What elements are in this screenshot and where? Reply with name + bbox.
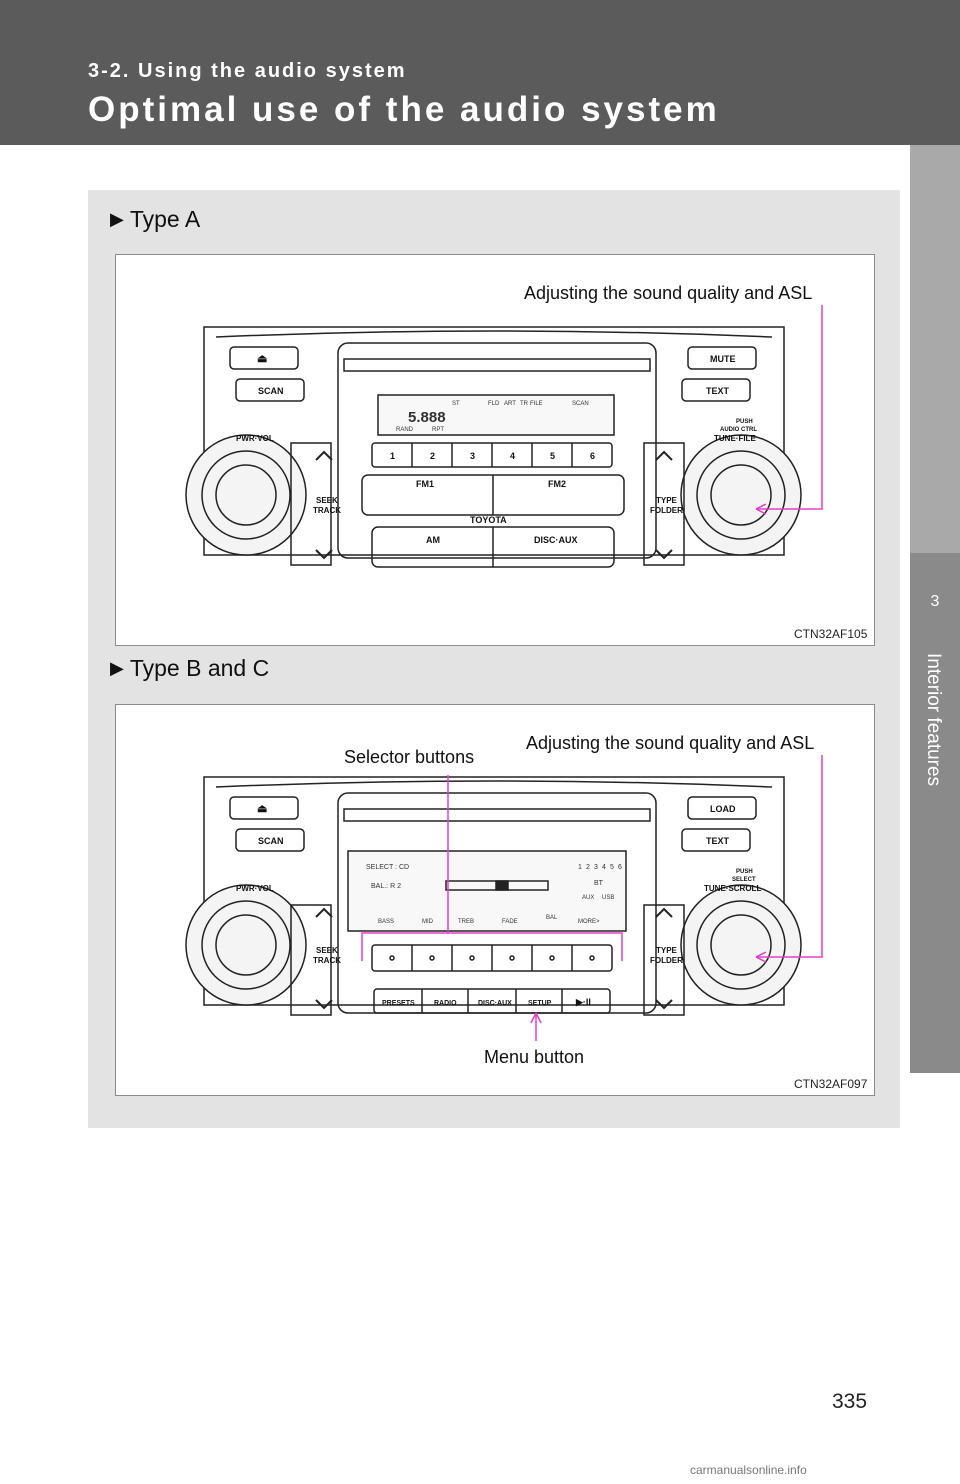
svg-text:PUSH: PUSH [736,869,753,875]
svg-text:PUSH: PUSH [736,419,753,425]
svg-text:FOLDER: FOLDER [650,506,683,515]
callout-line-adjust-a [756,305,823,510]
svg-text:BAL.: R 2: BAL.: R 2 [371,883,401,890]
svg-text:AUX: AUX [582,895,594,901]
callout-adjust-sound-b: Adjusting the sound quality and ASL [526,733,815,753]
svg-text:TYPE: TYPE [656,946,678,955]
svg-text:TEXT: TEXT [706,386,730,396]
radio-illustration-b: ⏏ SCAN LOAD TEXT PWR·VOL SEEK TRACK TYPE… [185,755,823,1041]
svg-text:5.888: 5.888 [408,409,446,426]
svg-text:DISC·AUX: DISC·AUX [478,1000,512,1007]
svg-text:3: 3 [470,451,475,461]
svg-text:SEEK: SEEK [316,496,338,505]
svg-text:SELECT : CD: SELECT : CD [366,864,409,871]
triangle-bullet-icon: ▶ [110,209,124,229]
svg-text:⏏: ⏏ [257,803,268,815]
svg-text:BASS: BASS [378,919,394,925]
svg-text:TR: TR [520,401,529,407]
svg-text:SETUP: SETUP [528,1000,552,1007]
svg-text:TEXT: TEXT [706,836,730,846]
page-title: Optimal use of the audio system [88,90,720,129]
svg-text:MORE>: MORE> [578,919,600,925]
chapter-tab: 3 Interior features [910,553,960,1073]
callout-line-adjust-b [756,755,823,958]
callout-menu-button: Menu button [484,1047,585,1067]
svg-text:SEEK: SEEK [316,946,338,955]
figure-type-b-c: ⏏ SCAN LOAD TEXT PWR·VOL SEEK TRACK TYPE… [115,704,875,1096]
svg-text:RPT: RPT [432,427,444,433]
svg-text:TUNE·FILE: TUNE·FILE [714,434,756,443]
svg-text:FILE: FILE [530,401,543,407]
side-tab-upper [910,145,960,553]
heading-type-a: ▶Type A [110,206,201,232]
svg-text:SCAN: SCAN [572,401,589,407]
figure-code-b: CTN32AF097 [794,1077,868,1091]
svg-text:▶·II: ▶·II [575,997,591,1007]
svg-text:RAND: RAND [396,427,414,433]
figure-code-a: CTN32AF105 [794,627,868,641]
text-button-a [681,378,751,402]
svg-text:SCAN: SCAN [258,836,284,846]
svg-text:MUTE: MUTE [710,354,736,364]
svg-text:AM: AM [426,535,440,545]
selector-bracket [361,932,623,961]
svg-text:PRESETS: PRESETS [382,1000,415,1007]
section-label: 3-2. Using the audio system [88,60,407,82]
svg-text:LOAD: LOAD [710,804,736,814]
radio-illustration-a: ⏏ SCAN MUTE TEXT PWR·VOL SEEK TRACK TYPE… [185,305,823,568]
page-header: 3-2. Using the audio system Optimal use … [0,0,960,145]
svg-text:ART: ART [504,401,516,407]
svg-text:BAL: BAL [546,915,558,921]
svg-text:2: 2 [586,864,590,871]
watermark: carmanualsonline.info [690,1463,807,1477]
svg-text:PWR·VOL: PWR·VOL [236,434,274,443]
svg-text:1: 1 [390,451,395,461]
svg-text:SCAN: SCAN [258,386,284,396]
svg-text:TUNE·SCROLL: TUNE·SCROLL [704,884,761,893]
svg-text:ST: ST [452,401,460,407]
callout-adjust-sound-a: Adjusting the sound quality and ASL [524,283,813,303]
svg-text:TOYOTA: TOYOTA [470,515,507,525]
scan-button-a [235,378,305,402]
heading-type-b-c: ▶Type B and C [110,655,270,681]
svg-text:RADIO: RADIO [434,1000,457,1007]
svg-text:4: 4 [602,864,606,871]
svg-text:MID: MID [422,919,434,925]
svg-text:2: 2 [430,451,435,461]
svg-text:USB: USB [602,895,614,901]
svg-text:DISC·AUX: DISC·AUX [534,535,578,545]
svg-text:PWR·VOL: PWR·VOL [236,884,274,893]
svg-text:BT: BT [594,880,604,887]
svg-text:FM2: FM2 [548,479,566,489]
svg-text:6: 6 [618,864,622,871]
svg-text:⏏: ⏏ [257,353,268,365]
svg-text:TRACK: TRACK [313,956,341,965]
svg-text:SELECT: SELECT [732,877,756,883]
svg-text:TREB: TREB [458,919,474,925]
svg-text:3: 3 [594,864,598,871]
triangle-bullet-icon: ▶ [110,658,124,678]
svg-text:FM1: FM1 [416,479,434,489]
page-number: 335 [832,1390,868,1413]
svg-text:5: 5 [610,864,614,871]
svg-text:TYPE: TYPE [656,496,678,505]
callout-selector-buttons: Selector buttons [344,747,475,767]
svg-text:TRACK: TRACK [313,506,341,515]
svg-text:FADE: FADE [502,919,518,925]
chapter-number: 3 [930,593,940,610]
svg-text:FLD: FLD [488,401,500,407]
chapter-label: Interior features [923,653,944,787]
svg-text:FOLDER: FOLDER [650,956,683,965]
figure-type-a: ⏏ SCAN MUTE TEXT PWR·VOL SEEK TRACK TYPE… [115,254,875,646]
svg-text:5: 5 [550,451,555,461]
svg-text:6: 6 [590,451,595,461]
mute-button-a [687,346,757,370]
svg-text:1: 1 [578,864,582,871]
eject-button-a [229,346,299,370]
svg-text:AUDIO CTRL: AUDIO CTRL [720,427,757,433]
svg-text:4: 4 [510,451,515,461]
